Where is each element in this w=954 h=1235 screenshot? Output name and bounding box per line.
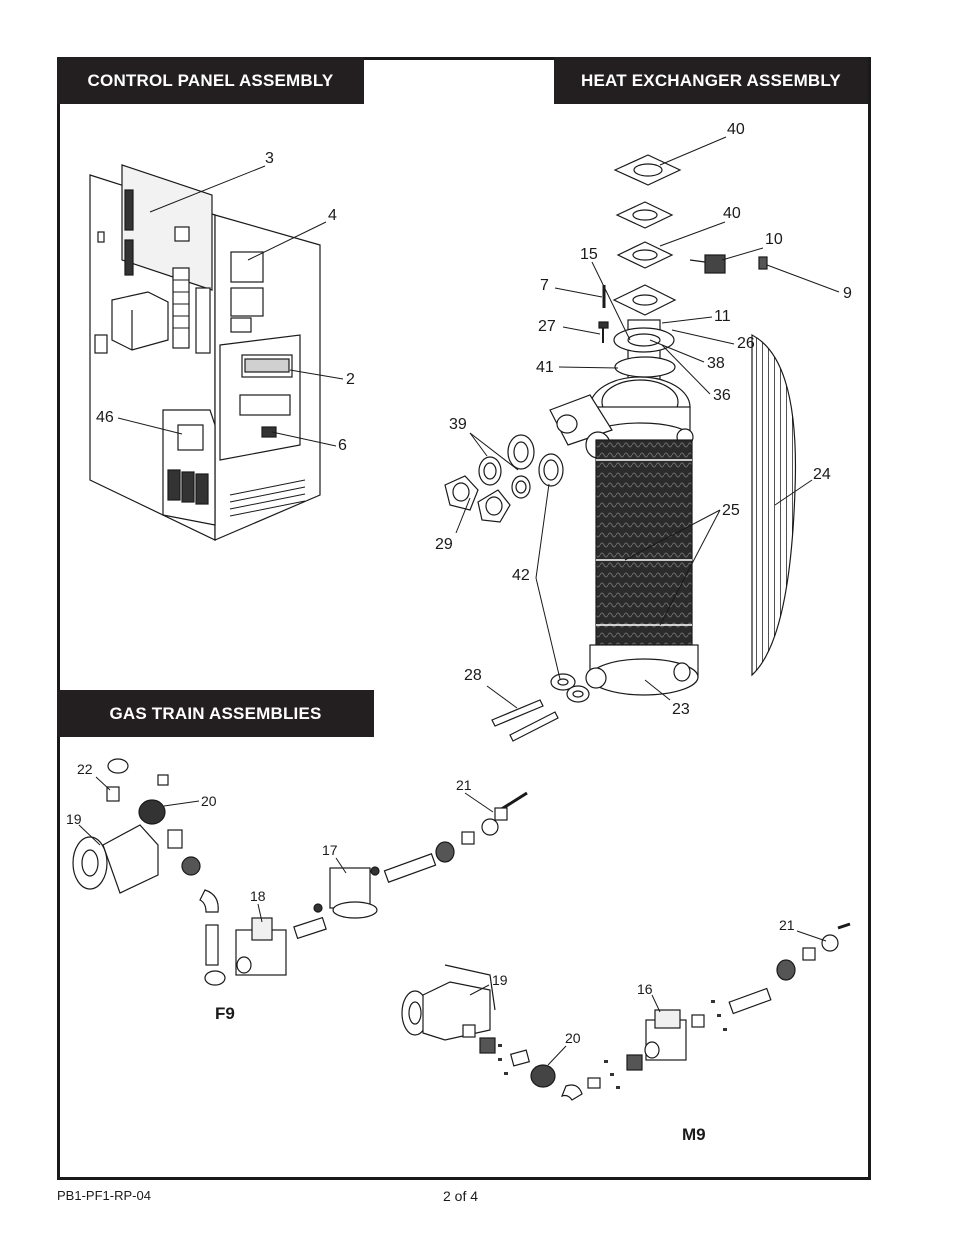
gas-train-header: GAS TRAIN ASSEMBLIES — [57, 690, 374, 737]
callout-10: 10 — [765, 231, 783, 248]
gas-train-m9-leaders — [469, 930, 827, 1066]
callout-17: 17 — [322, 842, 338, 858]
gas-train-f9-leaders — [78, 776, 494, 923]
callout-36: 36 — [713, 387, 731, 404]
callout-40: 40 — [723, 205, 741, 222]
callout-28: 28 — [464, 667, 482, 684]
callout-25: 25 — [722, 502, 740, 519]
page-number: 2 of 4 — [443, 1188, 479, 1204]
gas-train-f9-drawing — [72, 758, 528, 986]
callout-41: 41 — [536, 359, 554, 376]
callout-18: 18 — [250, 888, 266, 904]
callout-2: 2 — [346, 371, 355, 388]
heat-exchanger-leaders — [455, 136, 840, 709]
callout-9: 9 — [843, 285, 852, 302]
callout-19: 19 — [66, 811, 82, 827]
control-panel-drawing — [89, 164, 321, 541]
callout-11: 11 — [714, 308, 731, 325]
callout-27: 27 — [538, 318, 556, 335]
heat-exchanger-drawing — [444, 154, 797, 742]
callout-21: 21 — [779, 917, 795, 933]
callout-22: 22 — [77, 761, 93, 777]
callout-38: 38 — [707, 355, 725, 372]
control-panel-header: CONTROL PANEL ASSEMBLY — [57, 57, 364, 104]
callout-23: 23 — [672, 701, 690, 718]
callout-4: 4 — [328, 207, 337, 224]
callout-19: 19 — [492, 972, 508, 988]
page-border — [57, 57, 871, 1180]
callout-3: 3 — [265, 150, 274, 167]
heat-exchanger-header: HEAT EXCHANGER ASSEMBLY — [554, 57, 868, 104]
m9-label: M9 — [682, 1125, 706, 1144]
callout-20: 20 — [201, 793, 217, 809]
f9-label: F9 — [215, 1004, 235, 1023]
callout-15: 15 — [580, 246, 598, 263]
callout-21: 21 — [456, 777, 472, 793]
callout-29: 29 — [435, 536, 453, 553]
callout-42: 42 — [512, 567, 530, 584]
callout-26: 26 — [737, 335, 755, 352]
document-code: PB1-PF1-RP-04 — [57, 1188, 151, 1203]
callout-20: 20 — [565, 1030, 581, 1046]
callout-46: 46 — [96, 409, 114, 426]
callout-39: 39 — [449, 416, 467, 433]
callout-16: 16 — [637, 981, 653, 997]
callout-40: 40 — [727, 121, 745, 138]
control-panel-leaders — [117, 165, 344, 447]
callout-24: 24 — [813, 466, 831, 483]
gas-train-m9-drawing — [401, 922, 851, 1101]
callout-7: 7 — [540, 277, 549, 294]
callout-6: 6 — [338, 437, 347, 454]
